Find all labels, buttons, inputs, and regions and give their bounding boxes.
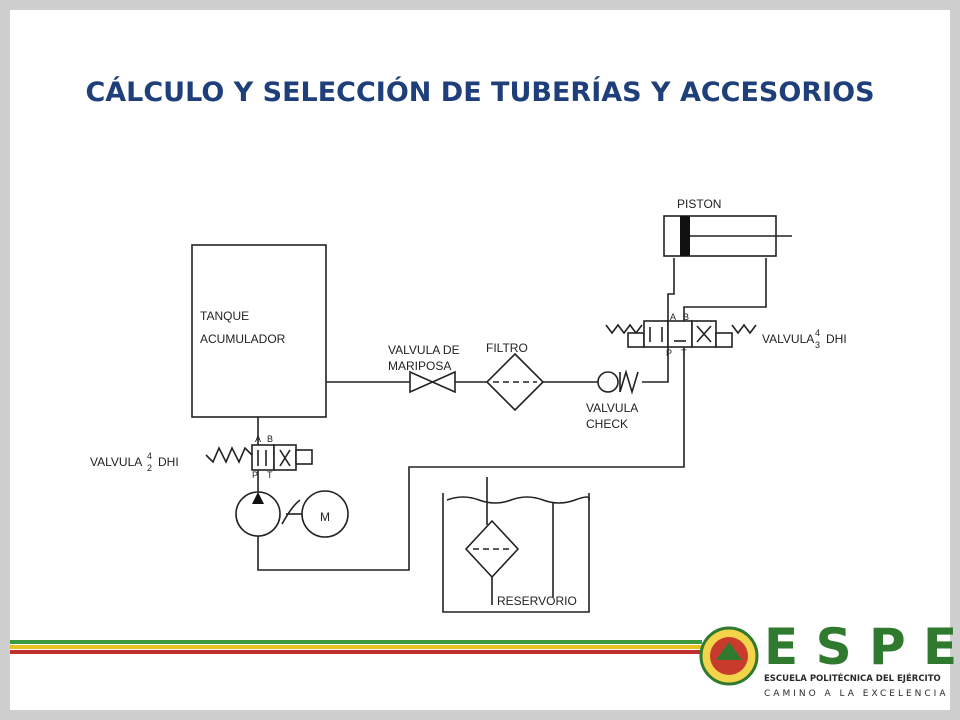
reservoir-fluid-level <box>446 496 591 504</box>
check-valve-spring <box>619 369 639 395</box>
piston-head <box>680 216 690 256</box>
valve42-label-suffix: DHI <box>158 455 179 469</box>
tank-label-line2: ACUMULADOR <box>200 332 286 346</box>
valve43-left-arrows <box>649 327 663 342</box>
reservoir-label: RESERVORIO <box>497 594 577 608</box>
valve43-solenoid-right <box>715 332 733 348</box>
butterfly-label-line1: VALVULA DE <box>388 343 460 357</box>
valve43-label-num: 4 <box>815 328 820 338</box>
motor-label: M <box>320 510 330 524</box>
valve43-solenoid-left <box>627 332 645 348</box>
suction-filter <box>464 519 520 579</box>
valve43-label-den: 3 <box>815 340 820 350</box>
valve42-label-den: 2 <box>147 463 152 473</box>
espe-crest-mountain-icon <box>716 642 742 660</box>
valve43-port-p: P <box>666 348 672 358</box>
check-label-line1: VALVULA <box>586 401 638 415</box>
valve42-arrows <box>257 449 291 467</box>
pipe-valve43-piston-b <box>683 258 767 321</box>
stripe-yellow <box>10 645 702 649</box>
espe-motto: CAMINO A LA EXCELENCIA <box>764 689 949 699</box>
valve42-solenoid <box>295 449 313 465</box>
valve42-port-a: A <box>255 434 261 444</box>
slide-background <box>10 10 950 710</box>
piston-label: PISTON <box>677 197 721 211</box>
valve42-label-prefix: VALVULA <box>90 455 142 469</box>
valve43-port-b: B <box>683 312 689 322</box>
valve43-box-left <box>643 320 669 348</box>
electric-motor <box>301 490 349 538</box>
pipe-return-pump <box>257 347 685 571</box>
stripe-red <box>10 650 702 654</box>
valve43-label-prefix: VALVULA <box>762 332 814 346</box>
espe-wordmark: E S P E <box>764 618 957 676</box>
pipe-valve43-piston-a <box>667 258 675 321</box>
valve43-spring-right <box>731 323 757 335</box>
butterfly-label-line2: MARIPOSA <box>388 359 451 373</box>
check-label-line2: CHECK <box>586 417 628 431</box>
valve43-box-center <box>667 320 693 348</box>
valve42-spring <box>205 446 253 464</box>
valve42-label-num: 4 <box>147 451 152 461</box>
espe-logo: E S P E ESCUELA POLITÉCNICA DEL EJÉRCITO… <box>699 618 957 699</box>
valve42-box-left <box>251 444 275 471</box>
valve43-port-a: A <box>670 312 676 322</box>
valve43-port-t: T <box>681 348 687 358</box>
valve42-port-t: T <box>267 470 273 480</box>
slide-title: CÁLCULO Y SELECCIÓN DE TUBERÍAS Y ACCESO… <box>85 76 874 108</box>
valve42-port-b: B <box>267 434 273 444</box>
reservoir-tank <box>442 493 590 613</box>
valve42-port-p: P <box>252 470 258 480</box>
butterfly-valve <box>409 370 456 394</box>
pump-variable-arrow <box>281 499 301 525</box>
check-valve-ball <box>597 371 619 393</box>
pipe-check-valve43 <box>642 347 669 383</box>
valve43-label-suffix: DHI <box>826 332 847 346</box>
pump-direction-arrow <box>252 492 264 504</box>
tank-label-line1: TANQUE <box>200 309 249 323</box>
stripe-green <box>10 640 702 644</box>
filter-label: FILTRO <box>486 341 528 355</box>
valve43-cross-arrows <box>696 325 712 343</box>
espe-subtitle: ESCUELA POLITÉCNICA DEL EJÉRCITO <box>764 672 941 684</box>
accumulator-tank <box>191 244 327 418</box>
